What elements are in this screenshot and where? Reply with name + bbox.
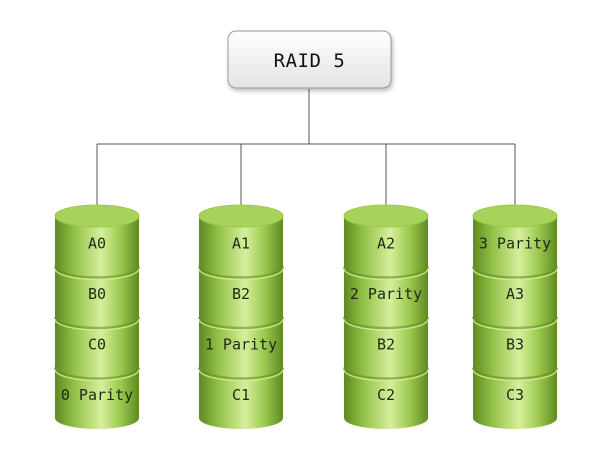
disk-1-top-cap (198, 204, 284, 228)
disk-0-top-cap (54, 204, 140, 228)
raid-level-box-frame (227, 30, 392, 89)
disk-1-segment-label: C1 (232, 386, 250, 404)
disk-3-separator-highlight (472, 318, 558, 331)
disk-0-segment-label: B0 (88, 285, 106, 303)
disk-2-body (344, 216, 428, 429)
disk-0-separator-shadow (53, 266, 141, 279)
disk-2-separator-highlight (343, 268, 429, 281)
disk-2-separator-highlight (343, 318, 429, 331)
disk-0-segment-label: C0 (88, 335, 106, 353)
raid-level-label: RAID 5 (274, 50, 346, 72)
disk-3-top-cap (472, 204, 558, 228)
raid-level-box: RAID 5 (227, 30, 392, 89)
tree-connectors (96, 89, 516, 207)
disk-2-segment-label: B2 (377, 335, 395, 353)
disk-2-separator-shadow (342, 367, 430, 380)
disk-2-separator-shadow (342, 266, 430, 279)
disk-3-separator-shadow (471, 367, 559, 380)
disk-3-separator-highlight (472, 268, 558, 281)
disk-3-separator-shadow (471, 316, 559, 330)
disk-1-segment-label: 1 Parity (205, 335, 277, 353)
disk-0-separator-highlight (54, 268, 140, 281)
disk-2-separator-shadow (342, 316, 430, 330)
disk-1-segment-label: A1 (232, 234, 250, 252)
disk-2-separator-highlight (343, 369, 429, 382)
disk-1-segment-label: B2 (232, 285, 250, 303)
disk-0-separator-highlight (54, 318, 140, 331)
disk-1-separator-highlight (198, 369, 284, 382)
disk-2-segment-label: 2 Parity (350, 285, 422, 303)
disk-1-separator-highlight (198, 318, 284, 331)
disk-2-segment-label: C2 (377, 386, 395, 404)
disk-0-segment-label: A0 (88, 234, 106, 252)
disk-3-body (473, 216, 557, 429)
disk-3-segment-label: A3 (506, 285, 524, 303)
disk-1-body (199, 216, 283, 429)
disk-1-separator-shadow (197, 367, 285, 380)
disk-1-separator-highlight (198, 268, 284, 281)
disk-3-segment-label: B3 (506, 335, 524, 353)
disk-0-body (55, 216, 139, 429)
disk-0-separator-highlight (54, 369, 140, 382)
disk-1-separator-shadow (197, 266, 285, 279)
disk-0-separator-shadow (53, 316, 141, 330)
disk-3-separator-highlight (472, 369, 558, 382)
disk-3-segment-label: C3 (506, 386, 524, 404)
disk-3-segment-label: 3 Parity (479, 234, 551, 252)
disk-0-segment-label: 0 Parity (61, 386, 133, 404)
disk-2-segment-label: A2 (377, 234, 395, 252)
disk-2-top-cap (343, 204, 429, 228)
disk-3-separator-shadow (471, 266, 559, 279)
disk-0-separator-shadow (53, 367, 141, 380)
disk-1-separator-shadow (197, 316, 285, 330)
